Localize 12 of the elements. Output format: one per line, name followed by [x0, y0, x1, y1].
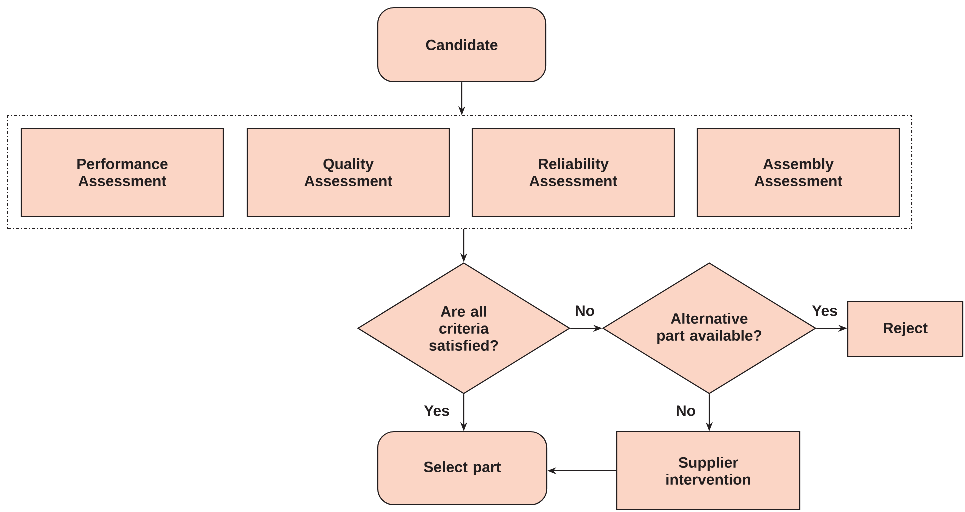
- group-frame: [8, 116, 913, 230]
- edge-label: Yes: [423, 404, 451, 418]
- terminal-box: Select part: [377, 431, 548, 506]
- process-box: Reject: [847, 301, 964, 358]
- terminal-box: Candidate: [377, 7, 547, 83]
- process-box: Supplier intervention: [616, 431, 801, 511]
- edge-label: No: [574, 304, 596, 318]
- edge-label: No: [675, 404, 697, 418]
- process-box: Quality Assessment: [246, 128, 450, 218]
- process-box: Performance Assessment: [20, 128, 224, 218]
- process-box: Assembly Assessment: [696, 128, 900, 218]
- process-box: Reliability Assessment: [472, 128, 676, 218]
